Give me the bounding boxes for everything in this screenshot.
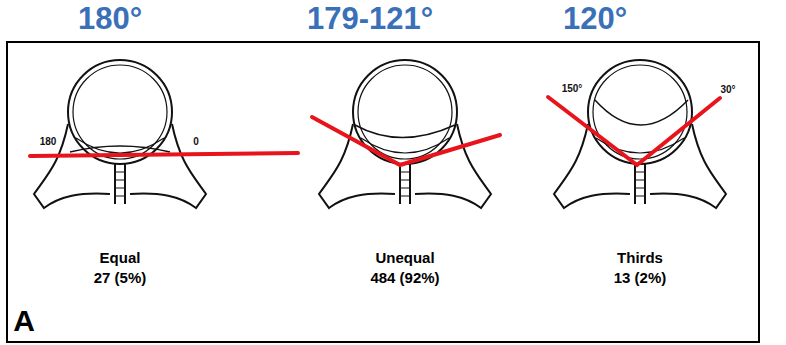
count-value: 13 (2%) [614, 270, 667, 287]
panel-letter: A [13, 304, 35, 337]
closure-line [548, 97, 720, 165]
angle-mark: 150° [561, 83, 584, 94]
closure-line [30, 153, 298, 156]
frame [7, 42, 759, 342]
angle-heading: 179-121° [307, 2, 433, 36]
type-name: Equal [100, 250, 141, 267]
type-name: Unequal [375, 250, 434, 267]
closure-line [312, 117, 500, 165]
valve-thirds [554, 60, 726, 208]
angle-mark: 0 [192, 136, 200, 147]
type-name: Thirds [617, 250, 663, 267]
angle-mark: 180 [39, 136, 58, 147]
angle-mark: 30° [719, 84, 736, 95]
valve-equal [34, 60, 206, 208]
count-value: 27 (5%) [94, 270, 147, 287]
count-value: 484 (92%) [370, 270, 439, 287]
angle-heading: 180° [78, 2, 142, 36]
angle-heading: 120° [563, 2, 627, 36]
